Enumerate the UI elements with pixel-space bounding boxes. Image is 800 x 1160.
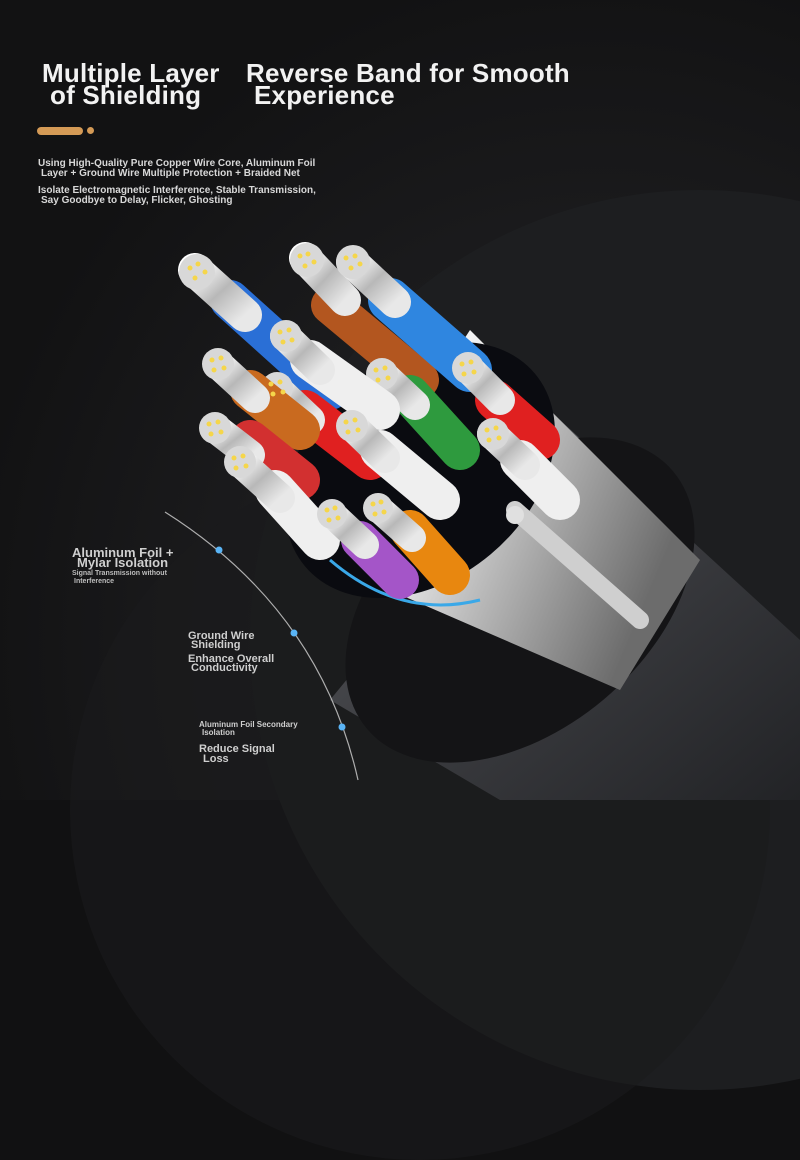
callout-title: Isolation xyxy=(202,728,235,737)
callout-dot-1 xyxy=(215,546,223,554)
callout-subtitle: Reduce Signal xyxy=(199,743,275,755)
wire-brown xyxy=(289,242,439,399)
callout-title: Aluminum Foil Secondary xyxy=(199,720,298,729)
callout-aluminum-mylar: Aluminum Foil + Mylar Isolation Signal T… xyxy=(72,545,174,586)
ground-wire xyxy=(506,501,649,629)
headline-right: Reverse Band for Smooth Experience xyxy=(246,60,570,110)
callout-subtitle: Conductivity xyxy=(191,662,258,674)
callout-subtitle: Signal Transmission without xyxy=(72,570,167,577)
callout-subtitle: Loss xyxy=(203,753,229,765)
description-line: Say Goodbye to Delay, Flicker, Ghosting xyxy=(41,195,233,206)
callout-aluminum-secondary: Aluminum Foil Secondary Isolation Reduce… xyxy=(199,720,298,765)
callout-arc-line xyxy=(164,511,359,781)
callout-subtitle: Enhance Overall xyxy=(188,653,275,665)
description-line: Isolate Electromagnetic Interference, St… xyxy=(38,185,316,196)
headline-left: Multiple Layer of Shielding xyxy=(42,60,220,110)
callout-title: Shielding xyxy=(191,639,241,651)
callout-title: Mylar Isolation xyxy=(77,555,169,570)
callout-dot-2 xyxy=(290,629,298,637)
accent-dot xyxy=(87,127,94,134)
description-paragraph-2: Isolate Electromagnetic Interference, St… xyxy=(38,186,316,206)
description-paragraph-1: Using High-Quality Pure Copper Wire Core… xyxy=(38,159,315,179)
callout-dot-3 xyxy=(338,723,346,731)
callout-title: Ground Wire xyxy=(188,630,255,642)
callout-ground-wire: Ground Wire Shielding Enhance Overall Co… xyxy=(188,630,275,674)
accent-bar xyxy=(37,127,83,135)
headline-right-line2: Experience xyxy=(254,80,395,110)
callout-subtitle: Interference xyxy=(74,578,115,585)
description-line: Layer + Ground Wire Multiple Protection … xyxy=(41,168,300,179)
description-line: Using High-Quality Pure Copper Wire Core… xyxy=(38,158,316,169)
callout-title: Aluminum Foil + xyxy=(72,545,174,560)
headline-left-line2: of Shielding xyxy=(50,80,202,110)
headline-left-line1: Multiple Layer xyxy=(42,58,220,88)
headline-right-line1: Reverse Band for Smooth xyxy=(246,58,570,88)
cable-cross-section-illustration xyxy=(164,242,800,800)
